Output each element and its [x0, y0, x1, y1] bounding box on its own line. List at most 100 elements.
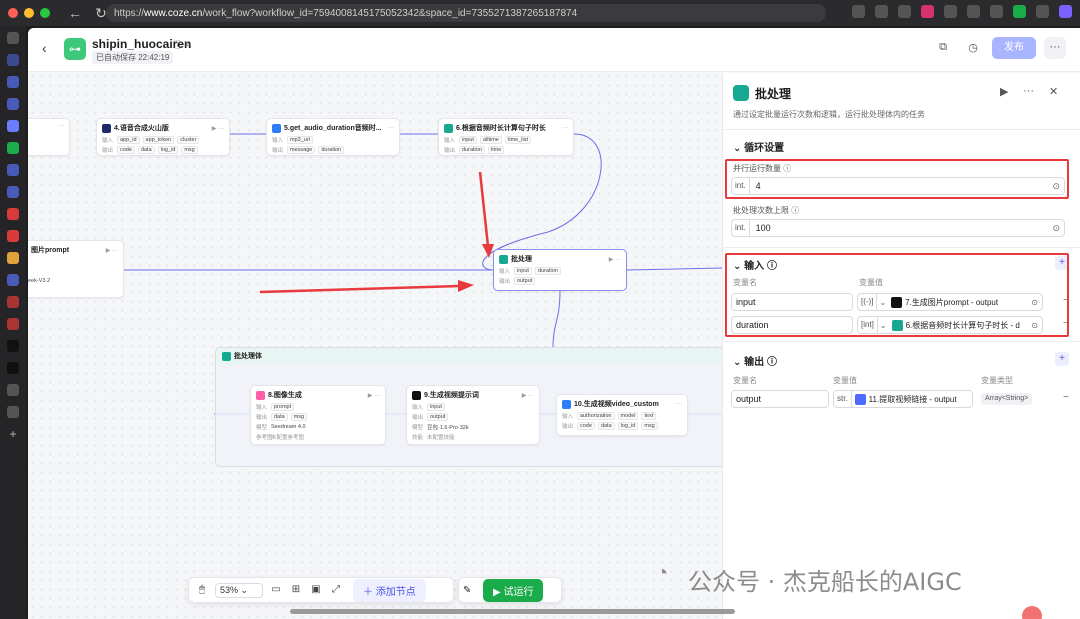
remove-input-icon[interactable]: −	[1063, 318, 1069, 329]
wrench-icon[interactable]: ✎	[463, 584, 472, 596]
tab-icon[interactable]	[7, 252, 19, 264]
output-var-ref[interactable]: str. 11.提取视频链接 - output	[833, 390, 973, 408]
maximize-window-button[interactable]	[40, 8, 50, 18]
reader-icon[interactable]	[875, 5, 888, 18]
node-more-icon[interactable]: ▶ ···	[211, 125, 224, 132]
reference-icon[interactable]: ⊙	[1031, 297, 1038, 307]
horizontal-scrollbar[interactable]	[290, 609, 735, 614]
publish-button[interactable]: 发布	[992, 37, 1036, 59]
loop-settings-title[interactable]: ⌄ 循环设置	[733, 143, 785, 154]
canvas-toolbar: 🖱 53% ⌄ ▭ ⊞ ▣ ⤢ ＋ 添加节点	[188, 577, 454, 603]
output-section-title[interactable]: ⌄ 输出 ⓘ	[733, 357, 777, 368]
batch-body-title: 批处理体	[234, 353, 262, 360]
node-more-icon[interactable]: ···	[58, 123, 64, 129]
remove-output-icon[interactable]: −	[1063, 392, 1069, 403]
profile-icon[interactable]	[1013, 5, 1026, 18]
add-node-button[interactable]: ＋ 添加节点	[353, 578, 426, 602]
max-batch-value: 100	[755, 223, 771, 233]
node-more-icon[interactable]: ▶ ···	[608, 256, 621, 263]
tab-icon[interactable]	[7, 406, 19, 418]
reference-icon[interactable]: ⊙	[1031, 320, 1038, 330]
more-button[interactable]: ···	[1044, 37, 1066, 59]
input-var-name[interactable]: duration	[731, 316, 853, 334]
mouse-mode-icon[interactable]: 🖱	[199, 584, 205, 595]
tab-icon[interactable]	[7, 186, 19, 198]
tab-icon-active[interactable]	[7, 120, 19, 132]
new-tab-plus-icon[interactable]: +	[9, 427, 17, 441]
layout-icon[interactable]: ⊞	[291, 584, 301, 595]
fit-view-icon[interactable]: ⤢	[332, 584, 340, 595]
split-screen-icon[interactable]	[967, 5, 980, 18]
input-var-name[interactable]: input	[731, 293, 853, 311]
tiktok-tab-icon[interactable]	[7, 340, 19, 352]
input-var-ref[interactable]: [int] ⌄ 6.根据音频时长计算句子时长 - d ⊙	[857, 316, 1043, 334]
tiktok-tab-icon[interactable]	[7, 362, 19, 374]
node-more-icon[interactable]: ▶ ···	[521, 392, 534, 399]
inputs-label: 输入	[562, 414, 574, 420]
node-more-icon[interactable]: ···	[388, 125, 394, 131]
zoom-icon[interactable]	[852, 5, 865, 18]
more-icon[interactable]	[1036, 5, 1049, 18]
close-window-button[interactable]	[8, 8, 18, 18]
zoom-select[interactable]: 53% ⌄	[215, 582, 263, 598]
tab-collapse-icon[interactable]	[7, 32, 19, 44]
info-edit-icons[interactable]: ⓘ ✎	[173, 40, 193, 50]
copilot-icon[interactable]	[1059, 5, 1072, 18]
node-more-icon[interactable]: ▶ ···	[105, 247, 118, 254]
favorite-star-icon[interactable]	[898, 5, 911, 18]
tab-icon[interactable]	[7, 318, 19, 330]
concurrency-input[interactable]: int. 4 ⊙	[731, 177, 1065, 195]
reload-icon[interactable]: ↻	[95, 4, 107, 21]
inputs-label: 输入	[102, 138, 114, 144]
extension-icon[interactable]	[921, 5, 934, 18]
minimize-window-button[interactable]	[24, 8, 34, 18]
max-batch-input[interactable]: int. 100 ⊙	[731, 219, 1065, 237]
back-icon[interactable]: ‹	[42, 40, 47, 56]
avatar[interactable]	[1022, 606, 1042, 619]
tab-icon[interactable]	[7, 230, 19, 242]
tab-icon[interactable]	[7, 274, 19, 286]
tab-icon[interactable]	[7, 384, 19, 396]
tab-icon[interactable]	[7, 76, 19, 88]
node-more-icon[interactable]: ···	[562, 125, 568, 131]
tab-icon[interactable]	[7, 164, 19, 176]
tab-icon[interactable]	[7, 54, 19, 66]
reference-icon[interactable]: ⊙	[1052, 222, 1060, 233]
close-icon[interactable]: ✕	[1049, 86, 1059, 98]
reference-icon[interactable]: ⊙	[1052, 180, 1060, 191]
back-arrow-icon[interactable]: ←	[68, 5, 82, 21]
extensions-puzzle-icon[interactable]	[944, 5, 957, 18]
node-more-icon[interactable]: ···	[676, 401, 682, 407]
remove-input-icon[interactable]: −	[1063, 295, 1069, 306]
minimap-icon[interactable]: ▣	[311, 584, 321, 595]
node-more-icon[interactable]: ▶ ···	[367, 392, 380, 399]
output-var-name[interactable]: output	[731, 390, 829, 408]
tab-icon[interactable]	[7, 296, 19, 308]
test-run-button[interactable]: ▶ 试运行	[483, 578, 544, 602]
add-input-button[interactable]: +	[1055, 256, 1069, 270]
address-bar[interactable]: https://www.coze.cn/work_flow?workflow_i…	[106, 4, 826, 22]
tab-icon[interactable]	[7, 142, 19, 154]
play-icon[interactable]: ▶	[1000, 86, 1009, 98]
tab-icon[interactable]	[7, 98, 19, 110]
add-output-button[interactable]: +	[1055, 352, 1069, 366]
node-image-prompt[interactable]: 图片prompt ▶ ··· eek-V3.2	[28, 240, 124, 298]
node-partial[interactable]: ···	[28, 118, 70, 156]
history-icon[interactable]: ◷	[968, 42, 978, 54]
comment-icon[interactable]: ▭	[271, 584, 281, 595]
param-tag: data	[271, 413, 288, 421]
panel-more-icon[interactable]: ···	[1023, 85, 1034, 97]
favorites-icon[interactable]	[990, 5, 1003, 18]
tab-icon[interactable]	[7, 208, 19, 220]
input-section-title[interactable]: ⌄ 输入 ⓘ	[733, 261, 777, 272]
copy-icon[interactable]: ⧉	[939, 41, 947, 53]
input-var-ref[interactable]: [(-)] ⌄ 7.生成图片prompt - output ⊙	[857, 293, 1043, 311]
